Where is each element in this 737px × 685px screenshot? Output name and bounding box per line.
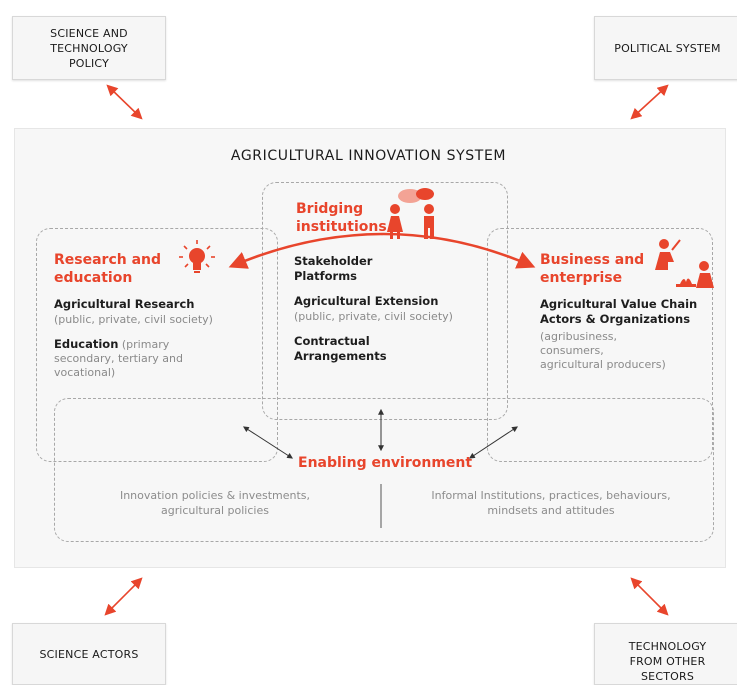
contractual-line1: Contractual (294, 334, 370, 348)
technology-arrow (630, 577, 669, 616)
enabling-right-line2: mindsets and attitudes (487, 504, 615, 517)
agricultural-extension-note: (public, private, civil society) (294, 310, 453, 323)
value-chain-actors: Agricultural Value Chain Actors & Organi… (540, 297, 697, 327)
bridging-heading: Bridging institutions (296, 200, 387, 236)
agricultural-research-note: (public, private, civil society) (54, 313, 213, 326)
agricultural-extension: Agricultural Extension (294, 294, 439, 308)
business-region (487, 228, 713, 462)
business-env-arrow (468, 426, 519, 459)
value-chain-note: (agribusiness, consumers, agricultural p… (540, 330, 666, 372)
political-system-label: POLITICAL SYSTEM (614, 41, 721, 55)
education-note-line1: (primary (118, 338, 170, 351)
contractual-line2: Arrangements (294, 349, 387, 363)
enabling-left-line1: Innovation policies & investments, (119, 489, 311, 502)
bridging-curve-arrow (228, 232, 536, 269)
agricultural-research: Agricultural Research (54, 297, 195, 311)
research-env-arrow (242, 426, 294, 459)
bridging-heading-line1: Bridging (296, 201, 364, 217)
research-heading: Research and education (54, 251, 161, 287)
value-chain-note-line2: consumers, (540, 344, 604, 357)
enabling-right-text: Informal Institutions, practices, behavi… (398, 488, 704, 518)
people-icon (387, 204, 434, 239)
business-heading-line1: Business and (540, 252, 645, 268)
stakeholder-line2: Platforms (294, 269, 358, 283)
business-heading-line2: enterprise (540, 270, 623, 286)
science-actors-label: SCIENCE ACTORS (39, 647, 139, 661)
education-note-line2: secondary, tertiary and (54, 352, 183, 365)
enabling-heading: Enabling environment (298, 455, 473, 471)
research-heading-line2: education (54, 270, 133, 286)
value-chain-line2: Actors & Organizations (540, 312, 691, 326)
enabling-left-line2: agricultural policies (161, 504, 269, 517)
business-heading: Business and enterprise (540, 251, 644, 287)
speech-bubble-icon (398, 188, 434, 203)
seedling-icon (676, 261, 714, 288)
science-actors-arrow (104, 577, 143, 616)
system-title: AGRICULTURAL INNOVATION SYSTEM (230, 148, 507, 164)
innovation-system-panel (14, 128, 726, 568)
political-arrow (630, 84, 669, 120)
bridging-region (262, 182, 508, 420)
research-region (36, 228, 278, 462)
enabling-right-line1: Informal Institutions, practices, behavi… (431, 489, 671, 502)
education-title: Education (54, 337, 119, 351)
research-heading-line1: Research and (54, 252, 162, 268)
bridging-heading-line2: institutions (296, 219, 387, 235)
political-system-box: POLITICAL SYSTEM (594, 16, 737, 80)
enabling-region (54, 398, 714, 542)
lightbulb-icon (179, 240, 215, 273)
education-block: Education (primary secondary, tertiary a… (54, 337, 183, 380)
science-technology-policy-label: SCIENCE AND TECHNOLOGY POLICY (50, 26, 128, 70)
contractual-arrangements: Contractual Arrangements (294, 334, 387, 364)
enabling-left-text: Innovation policies & investments, agric… (90, 488, 340, 518)
farmer-icon (655, 239, 681, 270)
science-technology-policy-box: SCIENCE AND TECHNOLOGY POLICY (12, 16, 166, 80)
value-chain-note-line3: agricultural producers) (540, 358, 666, 371)
policy-arrow (106, 84, 143, 120)
value-chain-note-line1: (agribusiness, (540, 330, 618, 343)
education-note-line3: vocational) (54, 366, 116, 379)
value-chain-line1: Agricultural Value Chain (540, 297, 698, 311)
